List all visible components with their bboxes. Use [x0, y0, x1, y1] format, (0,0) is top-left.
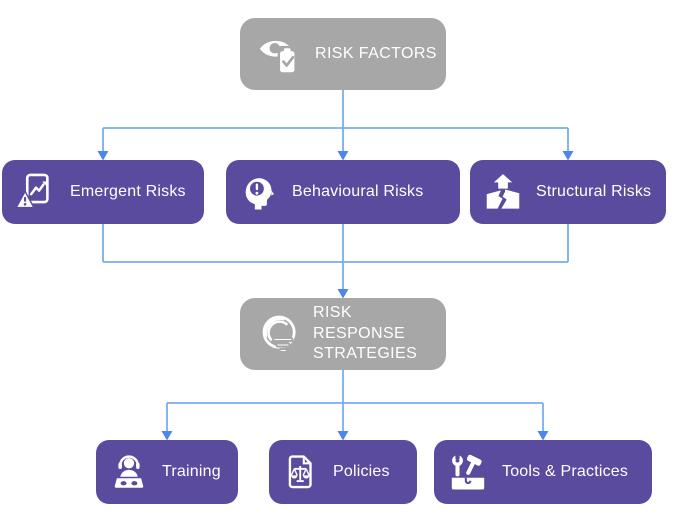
house-earthquake-icon	[483, 172, 523, 212]
node-risk-factors: RISK FACTORS	[240, 18, 446, 90]
mind-strategy-icon	[258, 312, 302, 356]
node-emergent-risks: Emergent Risks	[2, 160, 204, 224]
node-label: Emergent Risks	[70, 183, 186, 200]
node-risk-response-strategies: RISK RESPONSE STRATEGIES	[240, 298, 446, 370]
tools-toolbox-icon	[447, 451, 489, 493]
node-label: Training	[162, 463, 221, 480]
node-label-line-2: STRATEGIES	[313, 345, 418, 363]
node-structural-risks: Structural Risks	[470, 160, 666, 224]
node-behavioural-risks: Behavioural Risks	[226, 160, 460, 224]
node-label: RISK RESPONSE STRATEGIES	[313, 303, 446, 365]
node-label: RISK FACTORS	[315, 44, 437, 62]
node-training: Training	[96, 440, 238, 504]
node-label: Structural Risks	[536, 183, 652, 200]
node-label: Policies	[333, 463, 390, 480]
node-policies: Policies	[269, 440, 417, 504]
trainer-headset-icon	[109, 452, 149, 492]
node-label: Tools & Practices	[502, 463, 629, 480]
node-tools-practices: Tools & Practices	[434, 440, 652, 504]
alert-document-icon	[15, 171, 57, 213]
arrowhead-icons	[97, 151, 574, 441]
node-label-line-1: RISK RESPONSE	[313, 303, 406, 342]
eye-checklist-icon	[258, 31, 304, 77]
document-scales-icon	[282, 453, 320, 491]
head-alert-icon	[239, 172, 279, 212]
node-label: Behavioural Risks	[292, 183, 424, 200]
